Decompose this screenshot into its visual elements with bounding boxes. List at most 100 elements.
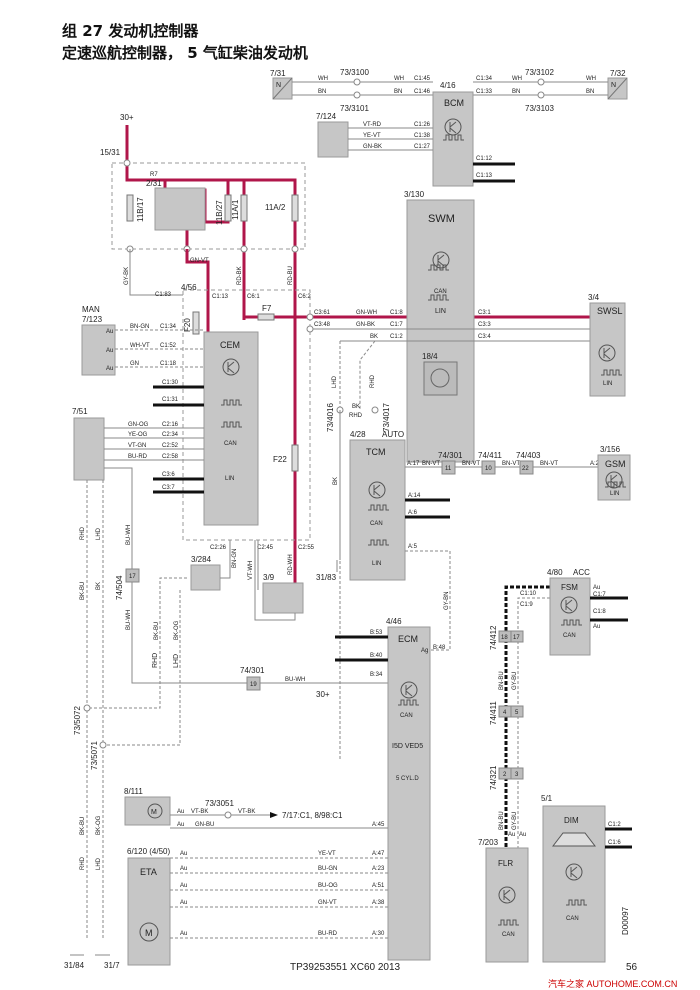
- bcm-id: 4/16: [440, 81, 456, 90]
- wire-label: WH: [318, 76, 328, 82]
- connector-74-411[interactable]: [481, 460, 496, 475]
- pin-label: C3:1: [478, 310, 491, 316]
- pin-label: B:34: [370, 672, 383, 678]
- transistor-icon: [570, 866, 578, 879]
- pin-label: C1:18: [160, 361, 177, 367]
- lin-label: LIN: [603, 381, 612, 387]
- pin-label: A:5: [408, 544, 418, 550]
- ecm-variant: I5D VED5: [392, 743, 423, 750]
- signal-wave-icon: [221, 421, 242, 428]
- wire-label: BK: [333, 477, 339, 485]
- connector-74-412[interactable]: [510, 630, 524, 643]
- pin-label: C1:27: [414, 144, 431, 150]
- fuse-icon: [240, 194, 248, 222]
- pin-label: C6:2: [298, 294, 311, 300]
- bcm-module[interactable]: [432, 91, 474, 187]
- pin-label: A:51: [372, 883, 385, 889]
- eta-throttle-6-120[interactable]: [127, 857, 171, 966]
- pin-label: A:2: [590, 461, 600, 467]
- sensor-glyph: [272, 77, 293, 100]
- pin-label: Au: [593, 624, 600, 630]
- gsm-name: GSM: [605, 459, 626, 469]
- pin-label: C1:2: [390, 334, 403, 340]
- wire-label: BN-BU: [499, 671, 505, 690]
- cem-outline: [182, 289, 311, 541]
- ecm-name: ECM: [398, 634, 418, 644]
- pin-label: C1:83: [155, 292, 172, 298]
- wire-label: BU-WH: [285, 677, 305, 683]
- fsm-module[interactable]: [549, 577, 591, 656]
- signal-wave-icon: [605, 481, 626, 488]
- pin-label: Au: [177, 822, 184, 828]
- cem-module[interactable]: [203, 331, 259, 526]
- fsm-variant: ACC: [573, 568, 590, 577]
- wire-label: BK-BU: [80, 582, 86, 600]
- pin-label: Au: [519, 832, 526, 838]
- wire-label: RHD: [349, 413, 363, 419]
- can-bus-wire: [153, 385, 204, 407]
- splice: [537, 78, 545, 86]
- connector-pin: 17: [129, 574, 136, 580]
- signal-wave-icon: [428, 264, 449, 271]
- gsm-id: 3/156: [600, 445, 621, 454]
- wire-label: BN-GN: [130, 324, 149, 330]
- pin-label: C2:58: [162, 454, 179, 460]
- can-bus-wire: [405, 498, 450, 519]
- tcm-id: 4/28: [350, 430, 366, 439]
- fsm-id: 4/80: [547, 568, 563, 577]
- motor-icon: [139, 922, 159, 942]
- switch-3-284-id: 3/284: [191, 555, 212, 564]
- wire-label: LHD: [332, 375, 338, 388]
- sensor-7-124[interactable]: [317, 121, 349, 158]
- watermark: 汽车之家 AUTOHOME.COM.CN: [548, 979, 678, 989]
- can-bus-wire: [473, 162, 515, 183]
- splice: [123, 159, 131, 167]
- wire-label: VT-BK: [238, 809, 255, 815]
- splice-label: 73/3100: [340, 68, 369, 77]
- connector-74-301[interactable]: [441, 460, 456, 475]
- wire-label: RHD: [152, 653, 159, 668]
- connector-id: 74/321: [489, 765, 498, 790]
- connector-74-403[interactable]: [519, 460, 534, 475]
- ground-label: 31/83: [316, 573, 337, 582]
- document-id: TP39253551 XC60 2013: [290, 962, 401, 973]
- lin-label: LIN: [435, 308, 446, 315]
- lin-label: LIN: [225, 476, 234, 482]
- eta-name: ETA: [140, 867, 157, 877]
- pin-label: Au: [180, 883, 187, 889]
- connector-id: 74/301: [240, 666, 265, 675]
- pin-label: Au: [177, 809, 184, 815]
- pin-label: C1:2: [608, 822, 621, 828]
- connector-pin: 18: [501, 635, 508, 641]
- ground-label: 31/84: [64, 961, 85, 970]
- switch-3-284[interactable]: [190, 564, 221, 591]
- connector-74-301[interactable]: [246, 676, 261, 691]
- connector-74-321[interactable]: [510, 767, 524, 780]
- dim-module[interactable]: [542, 805, 606, 963]
- wire-label: BN: [394, 89, 402, 95]
- flr-module[interactable]: [485, 847, 529, 963]
- sensor-18-4[interactable]: [423, 361, 458, 396]
- wire-label: RHD: [370, 374, 376, 388]
- ecm-module[interactable]: [387, 626, 431, 961]
- switch-3-9[interactable]: [262, 582, 304, 614]
- drawing-id: D00097: [621, 906, 630, 935]
- wire-label: BK-BU: [154, 622, 160, 640]
- splice: [240, 245, 248, 253]
- relay-2-31[interactable]: [154, 187, 206, 231]
- sensor-7-51[interactable]: [73, 417, 105, 481]
- relay-ref: R7: [150, 172, 158, 178]
- connector-pin: 19: [250, 682, 257, 688]
- pin-label: A:14: [408, 493, 421, 499]
- wire-light: RD-WH: [288, 554, 294, 575]
- man-sensor-7-123[interactable]: [81, 324, 116, 376]
- connector-pin: 5: [515, 710, 519, 716]
- swm-module[interactable]: [406, 199, 475, 463]
- connector-pin: 2: [503, 772, 507, 778]
- connector-id: 74/403: [516, 451, 541, 460]
- man-id: 7/123: [82, 315, 103, 324]
- swm-section: 3/130 SWM CAN LIN C3:61 C3:48 GN-WH GN-B…: [306, 190, 626, 760]
- supply-label: 30+: [316, 690, 330, 699]
- wire: [359, 340, 376, 410]
- connector-74-411[interactable]: [510, 705, 524, 718]
